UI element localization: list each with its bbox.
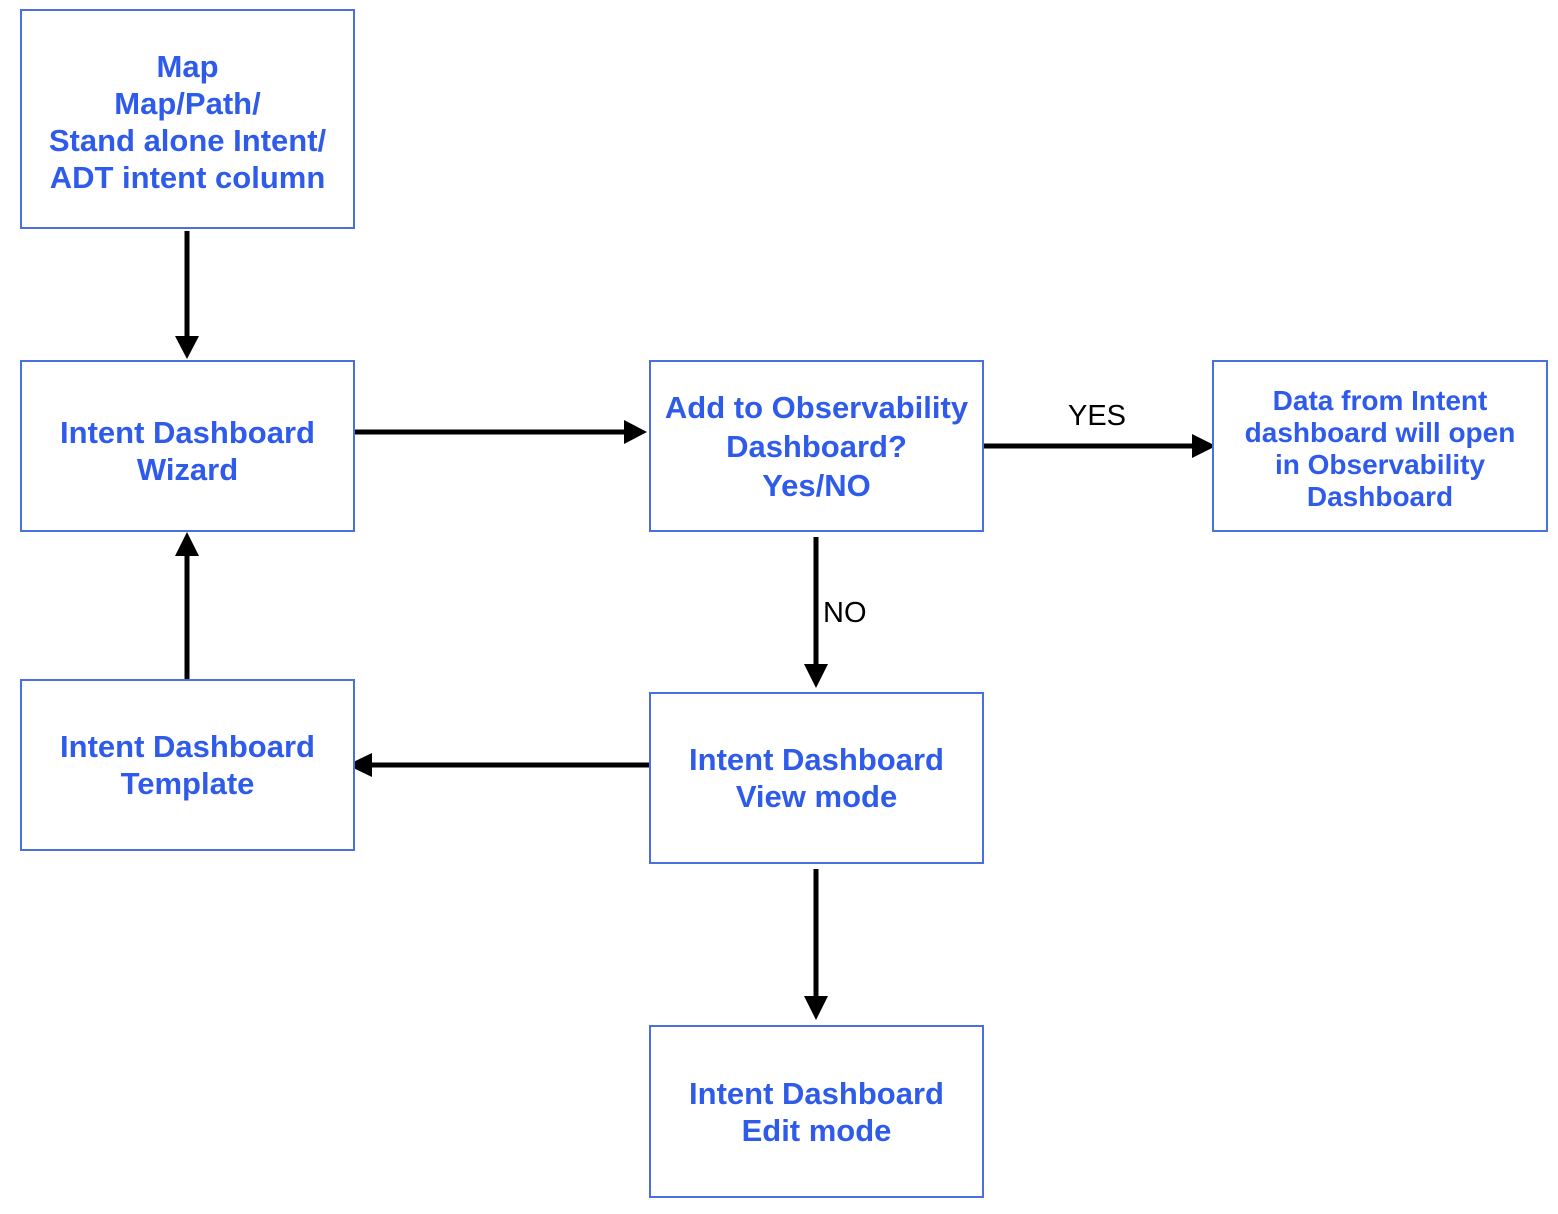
node-intent-dashboard-wizard: Intent Dashboard Wizard [20, 360, 355, 532]
node-wizard-line: Wizard [136, 452, 239, 487]
node-source-line: Stand alone Intent/ [48, 123, 327, 158]
node-observability-line: in Observability [1274, 449, 1486, 480]
node-add-to-observability-decision: Add to Observability Dashboard? Yes/NO [649, 360, 984, 532]
arrow-template-to-wizard [175, 532, 199, 680]
node-source-line: Map/Path/ [114, 86, 261, 121]
node-template-line: Intent Dashboard [60, 729, 315, 764]
node-intent-dashboard-edit-mode: Intent Dashboard Edit mode [649, 1025, 984, 1198]
node-decision-line: Add to Observability [664, 389, 969, 425]
edge-label-no: NO [823, 597, 867, 629]
arrow-view-mode-to-edit-mode [804, 869, 828, 1020]
arrow-decision-to-observability [978, 434, 1216, 458]
node-intent-dashboard-template: Intent Dashboard Template [20, 679, 355, 851]
node-edit-mode-line: Intent Dashboard [689, 1075, 944, 1111]
edge-label-yes: YES [1068, 400, 1127, 432]
node-observability-line: dashboard will open [1244, 417, 1516, 448]
node-decision-line: Yes/NO [762, 467, 871, 503]
node-edit-mode-line: Edit mode [741, 1112, 892, 1148]
node-intent-dashboard-view-mode: Intent Dashboard View mode [649, 692, 984, 864]
arrow-view-mode-to-template [347, 753, 654, 777]
node-view-mode-line: Intent Dashboard [689, 742, 944, 777]
node-wizard-line: Intent Dashboard [60, 415, 315, 450]
node-source-line: ADT intent column [49, 160, 326, 195]
node-observability-line: Dashboard [1306, 481, 1454, 512]
node-observability-dashboard: Data from Intent dashboard will open in … [1212, 360, 1548, 532]
node-decision-line: Dashboard? [726, 428, 907, 464]
arrow-decision-to-view-mode [804, 537, 828, 688]
node-observability-line: Data from Intent [1272, 385, 1488, 416]
node-source-line: Map [156, 49, 219, 84]
arrow-source-to-wizard [175, 231, 199, 359]
node-template-line: Template [120, 766, 255, 801]
node-source: Map Map/Path/ Stand alone Intent/ ADT in… [20, 9, 355, 229]
arrow-wizard-to-decision [352, 420, 647, 444]
node-view-mode-line: View mode [735, 779, 898, 814]
